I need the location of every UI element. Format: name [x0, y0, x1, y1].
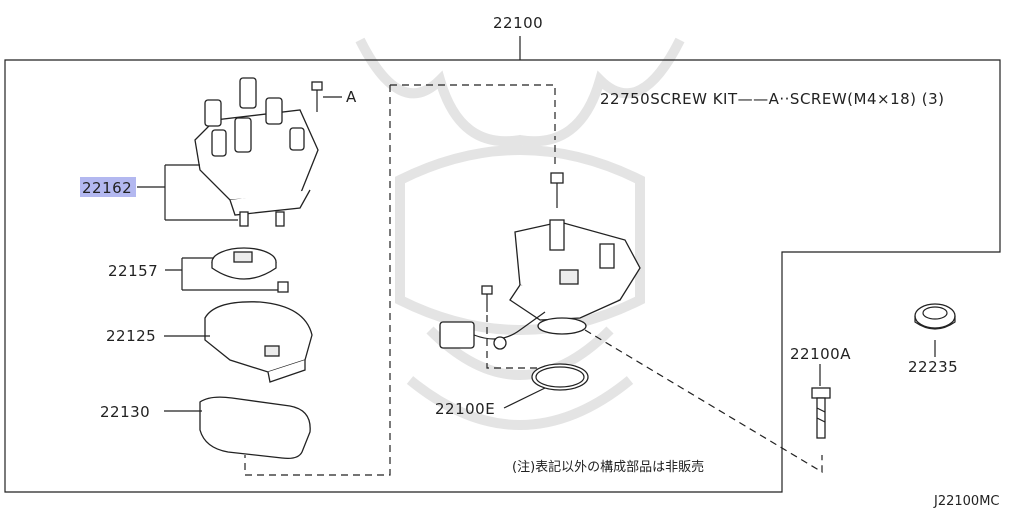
label-22100e[interactable]: 22100E	[435, 400, 495, 418]
note-text: (注)表記以外の構成部品は非販売	[512, 459, 704, 475]
label-22235[interactable]: 22235	[908, 358, 958, 376]
connector[interactable]	[439, 311, 546, 350]
dash-bolt	[584, 329, 823, 474]
assembly-dashed-outline	[244, 84, 556, 476]
diagram-frame	[4, 59, 1001, 493]
cover[interactable]	[204, 301, 313, 383]
label-22162-highlight	[80, 177, 136, 197]
cap-screws[interactable]	[239, 211, 285, 227]
o-ring[interactable]	[531, 363, 589, 391]
label-22130[interactable]: 22130	[100, 403, 150, 421]
dash-left	[486, 315, 540, 369]
diagram-code: J22100MC	[933, 494, 999, 509]
label-22157[interactable]: 22157	[108, 262, 158, 280]
screw-a[interactable]	[311, 81, 323, 112]
label-22162[interactable]: 22162	[82, 179, 132, 197]
gasket[interactable]	[199, 396, 311, 460]
distributor-housing[interactable]	[509, 219, 641, 335]
label-screw-a: A	[346, 88, 357, 106]
plug-22235[interactable]	[914, 303, 956, 330]
leader-22100e	[503, 387, 546, 409]
housing-screw[interactable]	[550, 172, 564, 208]
label-22125[interactable]: 22125	[106, 327, 156, 345]
label-22100[interactable]: 22100	[493, 14, 543, 32]
screw-kit-text: 22750SCREW KIT——A··SCREW(M4×18) (3)	[600, 90, 945, 108]
leader-22157	[165, 257, 278, 291]
side-screw[interactable]	[481, 285, 493, 312]
distributor-cap[interactable]	[194, 77, 319, 216]
leader-22162	[137, 164, 238, 221]
label-22100a[interactable]: 22100A	[790, 345, 851, 363]
rotor-screw[interactable]	[277, 281, 289, 293]
bolt[interactable]	[811, 387, 831, 439]
rotor-head[interactable]	[211, 247, 277, 280]
o-ring-inner	[535, 366, 585, 388]
